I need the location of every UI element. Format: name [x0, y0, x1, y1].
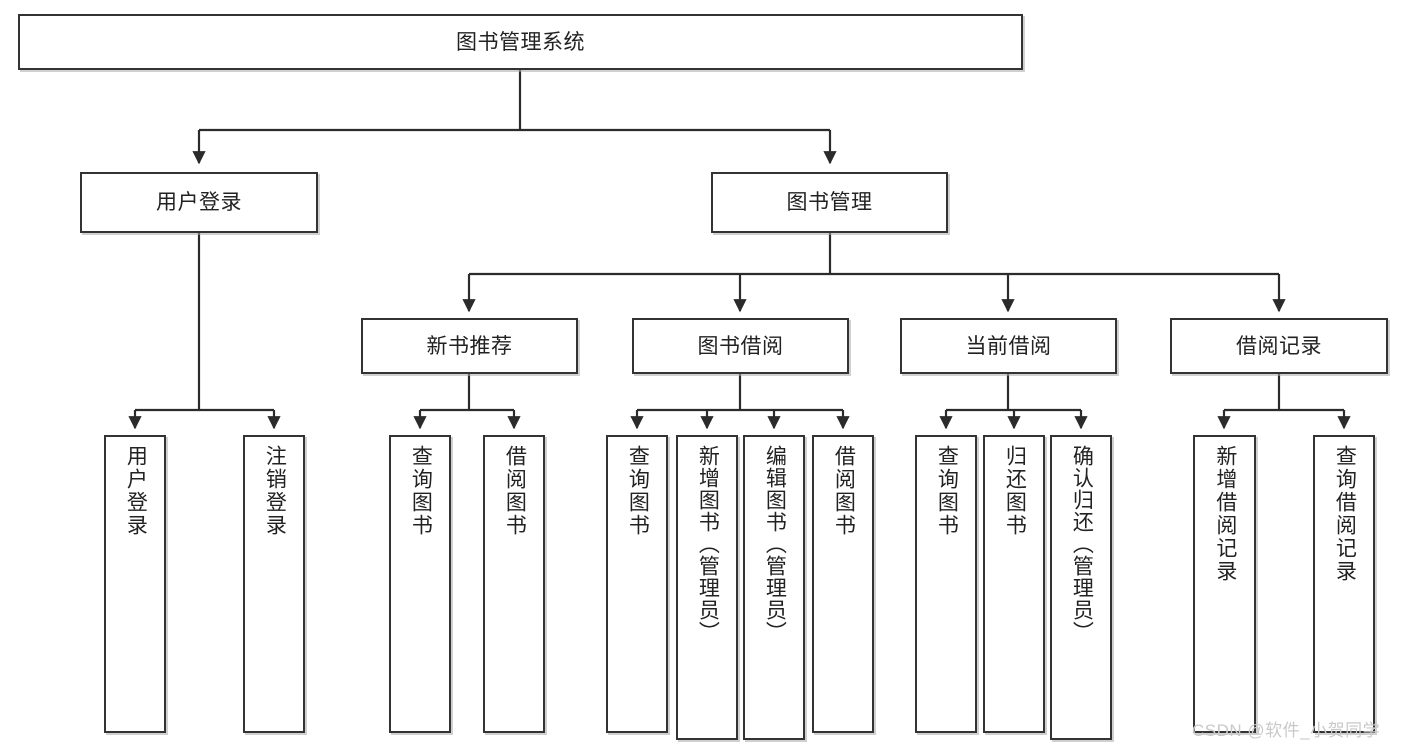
leaf-query-book-3[interactable]: 查询图书 [915, 435, 977, 733]
node-book-manage-label: 图书管理 [786, 191, 873, 214]
node-current-borrow-label: 当前借阅 [965, 334, 1052, 358]
leaf-query-book-3-label: 查询图书 [935, 445, 959, 537]
leaf-edit-book-label: 编辑图书（管理员） [763, 445, 787, 643]
node-user-login-label: 用户登录 [156, 191, 242, 214]
leaf-return-book-label: 归还图书 [1003, 445, 1027, 537]
node-root[interactable]: 图书管理系统 [18, 14, 1023, 70]
leaf-return-book[interactable]: 归还图书 [983, 435, 1045, 733]
csdn-watermark: CSDN @软件_小贺同学 [1192, 721, 1381, 740]
leaf-borrow-book-1[interactable]: 借阅图书 [483, 435, 545, 733]
node-new-book-rec[interactable]: 新书推荐 [361, 318, 578, 374]
leaf-add-record-label: 新增借阅记录 [1213, 445, 1237, 583]
leaf-confirm-return-label: 确认归还（管理员） [1070, 445, 1094, 643]
node-borrow-record-label: 借阅记录 [1236, 334, 1322, 358]
node-root-label: 图书管理系统 [456, 30, 585, 54]
leaf-logout[interactable]: 注销登录 [243, 435, 305, 733]
leaf-add-book[interactable]: 新增图书（管理员） [676, 435, 738, 740]
leaf-borrow-book-2-label: 借阅图书 [832, 445, 856, 537]
node-book-manage[interactable]: 图书管理 [711, 172, 948, 233]
node-user-login[interactable]: 用户登录 [80, 172, 318, 233]
leaf-confirm-return[interactable]: 确认归还（管理员） [1050, 435, 1112, 740]
node-borrow-record[interactable]: 借阅记录 [1170, 318, 1388, 374]
leaf-query-book-1-label: 查询图书 [409, 445, 433, 537]
leaf-borrow-book-2[interactable]: 借阅图书 [812, 435, 874, 733]
node-book-borrow[interactable]: 图书借阅 [632, 318, 849, 374]
leaf-query-book-2-label: 查询图书 [626, 445, 650, 537]
node-new-book-rec-label: 新书推荐 [426, 334, 513, 358]
leaf-query-record[interactable]: 查询借阅记录 [1313, 435, 1375, 733]
leaf-user-login[interactable]: 用户登录 [104, 435, 166, 733]
node-book-borrow-label: 图书借阅 [697, 334, 784, 358]
leaf-query-book-2[interactable]: 查询图书 [606, 435, 668, 733]
node-current-borrow[interactable]: 当前借阅 [900, 318, 1117, 374]
leaf-query-record-label: 查询借阅记录 [1333, 445, 1357, 583]
leaf-borrow-book-1-label: 借阅图书 [503, 445, 527, 537]
leaf-query-book-1[interactable]: 查询图书 [389, 435, 451, 733]
leaf-logout-label: 注销登录 [263, 445, 287, 537]
leaf-add-record[interactable]: 新增借阅记录 [1193, 435, 1256, 733]
leaf-add-book-label: 新增图书（管理员） [696, 445, 720, 643]
leaf-edit-book[interactable]: 编辑图书（管理员） [743, 435, 805, 740]
leaf-user-login-label: 用户登录 [124, 445, 148, 537]
